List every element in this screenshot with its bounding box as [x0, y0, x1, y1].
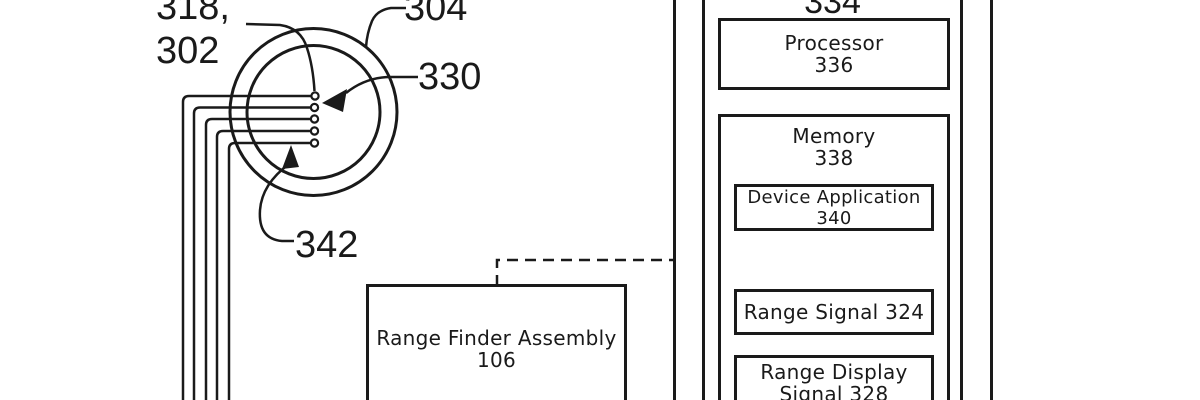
wire-lead: [192, 106, 311, 400]
processor-title: Processor: [784, 31, 884, 55]
wire-lead: [215, 129, 311, 400]
range-signal-label: Range Signal 324: [743, 300, 925, 324]
range-finder-assembly-box: Range Finder Assembly 106: [366, 284, 627, 400]
processor-box: Processor 336: [718, 18, 950, 90]
memory-title: Memory: [792, 124, 876, 148]
label-304: 304: [404, 0, 468, 29]
arrowhead-342: [282, 145, 299, 169]
range-display-signal-box: Range Display Signal 328: [734, 355, 934, 400]
label-334: 334: [804, 0, 861, 21]
assembly-inner-ring: [245, 44, 382, 180]
wire-lead: [204, 117, 311, 400]
leader-line-342: [258, 162, 294, 243]
memory-box: Memory 338: [718, 114, 950, 400]
range-finder-ref: 106: [476, 348, 517, 372]
label-318-302: 318,302: [156, 0, 230, 73]
label-330: 330: [418, 56, 482, 98]
range-finder-title: Range Finder Assembly: [376, 326, 617, 350]
range-display-signal-line2: Signal 328: [779, 382, 889, 400]
leader-line-304: [364, 6, 406, 48]
memory-ref: 338: [814, 146, 854, 170]
device-application-box: Device Application 340: [734, 184, 934, 231]
device-application-ref: 340: [816, 207, 852, 229]
assembly-outer-ring: [228, 27, 399, 197]
label-302: 302: [156, 30, 220, 72]
range-display-signal-line1: Range Display: [760, 360, 908, 384]
wire-lead: [227, 141, 311, 400]
terminal-dot: [309, 114, 320, 124]
wire-leads: [181, 94, 311, 400]
range-signal-box: Range Signal 324: [734, 289, 934, 335]
label-342: 342: [295, 224, 359, 266]
terminal-dot: [309, 126, 320, 136]
arrowhead-330: [322, 89, 347, 112]
leader-line-330: [345, 75, 418, 94]
terminal-dot: [309, 102, 320, 113]
terminal-dot: [310, 91, 320, 101]
wire-terminal-dots: [309, 91, 320, 148]
terminal-dot: [309, 138, 320, 148]
wire-lead: [181, 94, 311, 400]
label-318: 318,: [156, 0, 230, 28]
device-application-title: Device Application: [747, 186, 921, 208]
processor-ref: 336: [814, 53, 854, 77]
leader-line-318-302: [245, 22, 316, 92]
